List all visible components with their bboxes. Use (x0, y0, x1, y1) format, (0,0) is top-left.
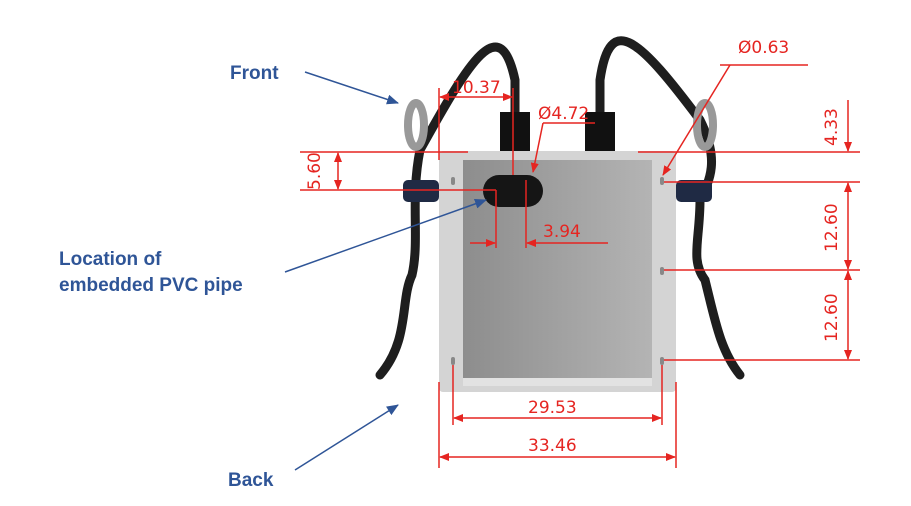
dim-top-offset: 10.37 (452, 78, 501, 98)
dim-pipe-height: 5.60 (305, 152, 325, 190)
left-bracket (403, 180, 439, 202)
back-label: Back (228, 470, 274, 491)
dimension-lines (300, 64, 860, 468)
dim-hole-spacing-2: 12.60 (822, 293, 842, 342)
right-connector (585, 112, 615, 152)
cable-loops (404, 99, 717, 151)
mounting-holes (451, 177, 664, 365)
front-label: Front (230, 63, 279, 84)
pvc-pipe (483, 175, 543, 207)
dim-outer-width: 33.46 (528, 436, 577, 456)
callout-arrows (284, 71, 487, 471)
dim-hole-spacing-1: 12.60 (822, 203, 842, 252)
left-connector (500, 112, 530, 152)
pvc-label-line2: embedded PVC pipe (59, 275, 243, 296)
right-bracket (676, 180, 712, 202)
dim-pipe-diameter: Ø4.72 (538, 104, 589, 124)
pvc-label-line1: Location of (59, 249, 162, 270)
dim-pipe-center-offset: 3.94 (543, 222, 581, 242)
dim-inner-width: 29.53 (528, 398, 577, 418)
dim-hole-diameter: Ø0.63 (738, 38, 789, 58)
dim-top-margin: 4.33 (822, 108, 842, 146)
